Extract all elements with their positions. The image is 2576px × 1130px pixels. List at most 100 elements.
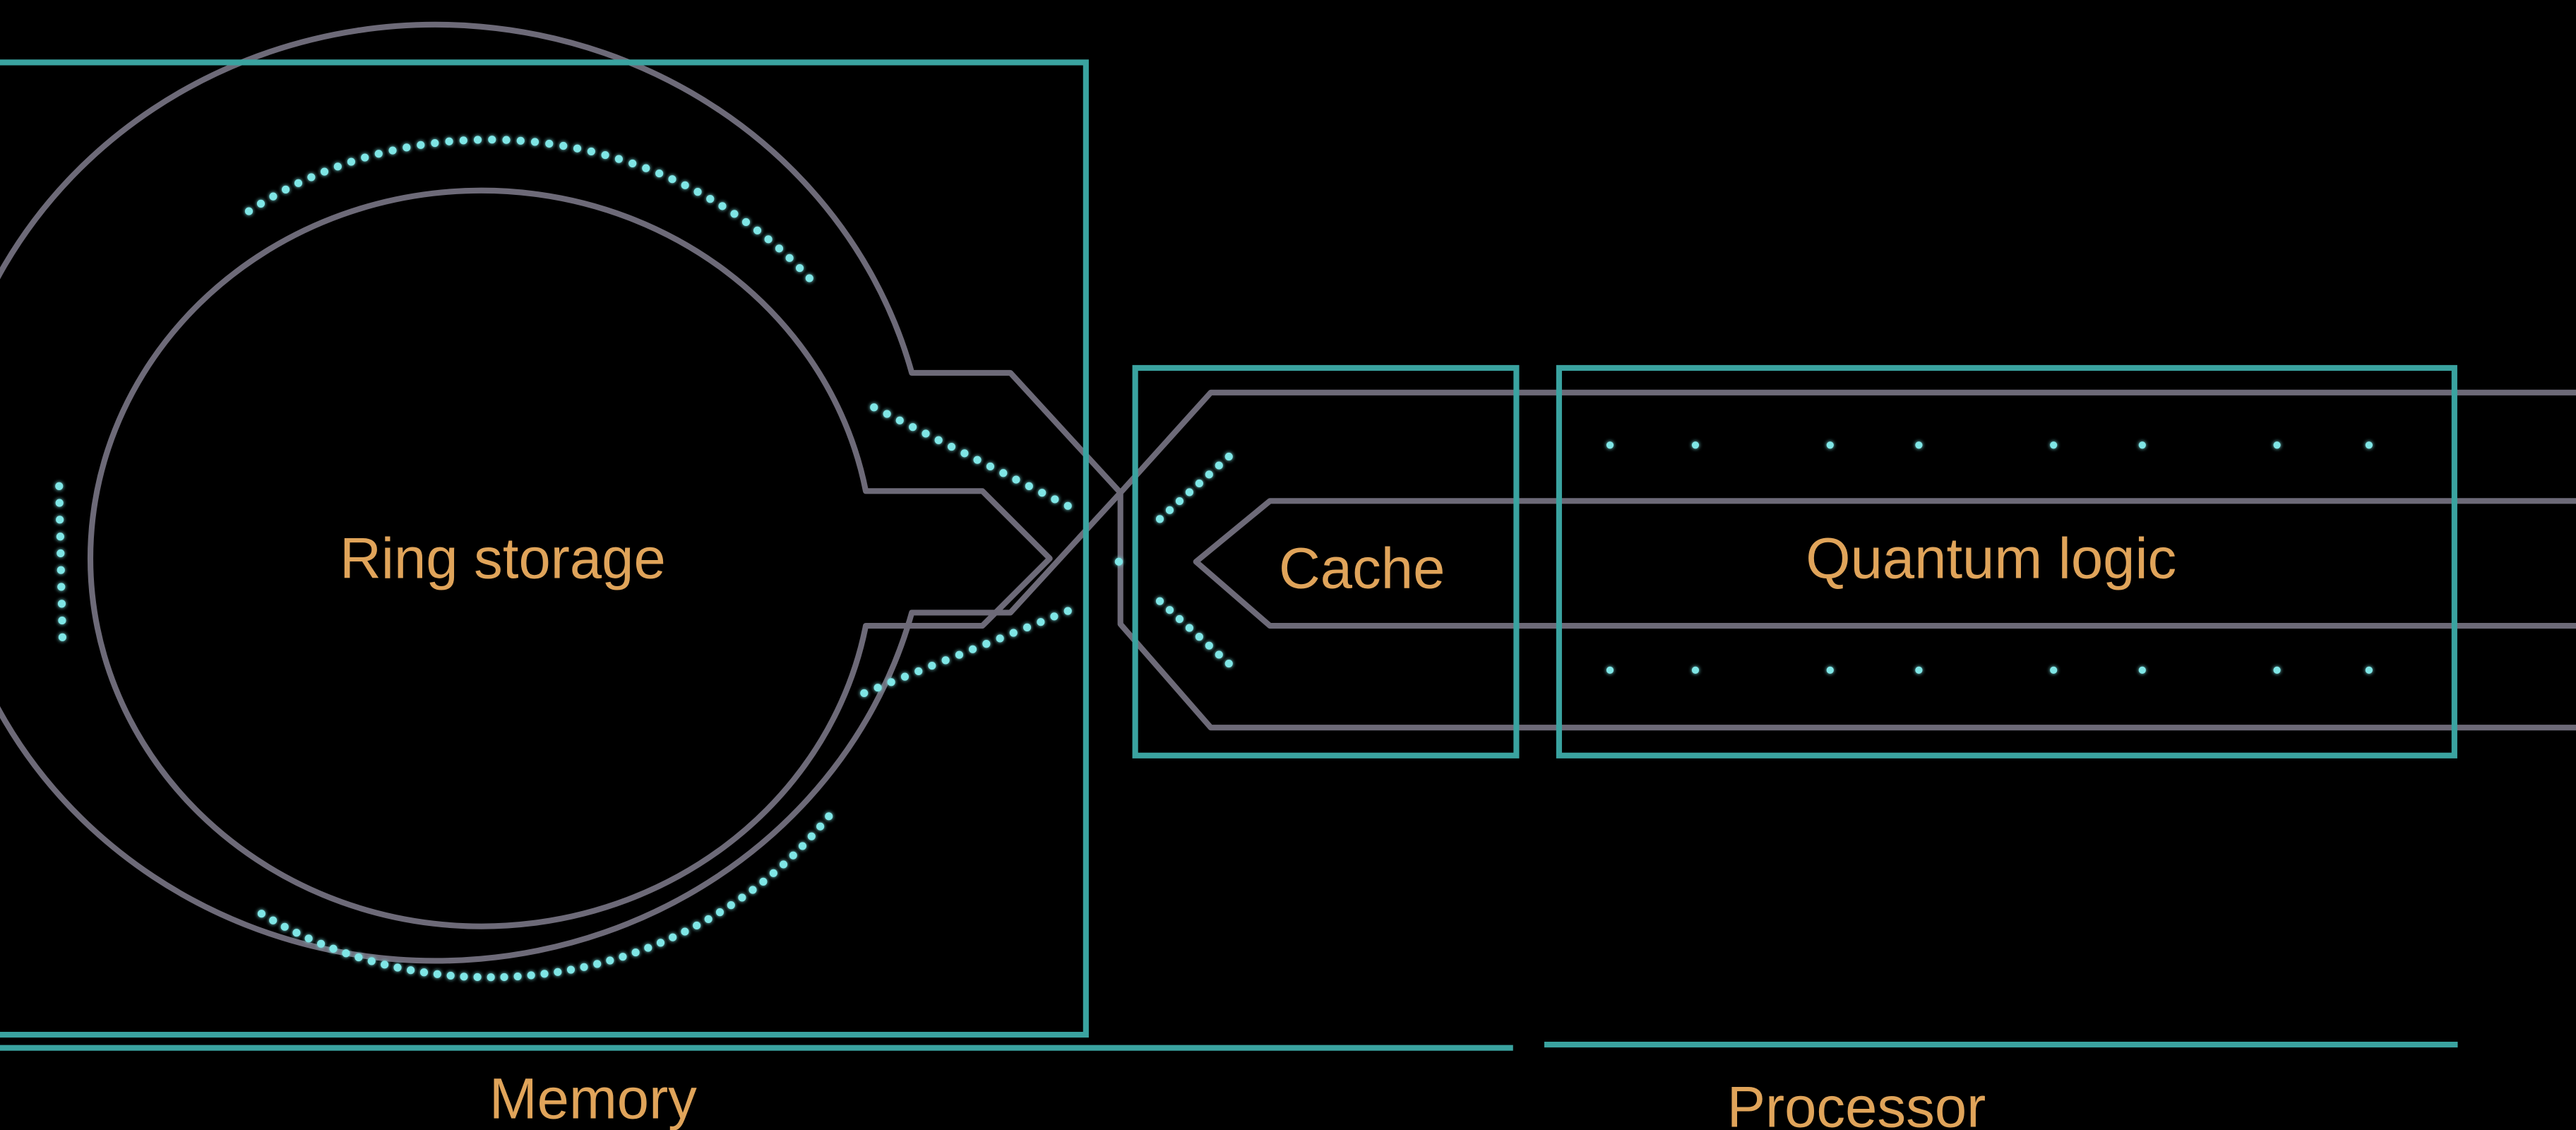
ion-chain-group [55, 136, 2373, 982]
ion-dot [764, 235, 773, 244]
ion-dot [1050, 612, 1059, 621]
ion-dot [769, 869, 777, 877]
ion-dot [1022, 623, 1032, 631]
quantum-logic-region-box [1556, 364, 2457, 759]
ion-dot [2365, 441, 2373, 449]
ion-dot [941, 656, 950, 665]
ion-dot [1038, 489, 1046, 497]
ion-dot [614, 155, 623, 163]
ion-dot [545, 139, 554, 148]
ion-dot [333, 162, 342, 171]
ion-dot [1063, 501, 1072, 510]
ion-dot [934, 436, 943, 444]
ion-dot [999, 469, 1008, 477]
ion-dot [56, 533, 64, 541]
ion-dot [1114, 557, 1123, 566]
ion-dot [883, 410, 891, 418]
ion-dot [644, 944, 652, 952]
ion-dot [914, 667, 923, 676]
ion-dot [361, 153, 369, 162]
ion-dot [58, 633, 66, 641]
ion-dot [785, 254, 794, 262]
ion-dot [753, 226, 762, 234]
ion-dot [294, 179, 303, 187]
ion-dot [1224, 659, 1233, 668]
ion-dot [1195, 633, 1203, 641]
ion-dot [381, 961, 389, 969]
ion-dot [1826, 441, 1834, 449]
outer-ring-trap-path [0, 21, 1123, 964]
ion-dot [269, 192, 278, 201]
ion-dot [668, 175, 676, 184]
ion-dot [473, 136, 482, 144]
ion-dot [559, 141, 568, 150]
ion-dot [1051, 495, 1059, 504]
ion-dot [1063, 607, 1072, 615]
ion-dot [860, 689, 869, 697]
ion-dot [1175, 496, 1184, 506]
ring-storage-label: Ring storage [340, 527, 666, 591]
ion-dot [460, 973, 468, 981]
ion-dot [58, 617, 66, 625]
ion-dot [388, 146, 397, 155]
ion-dot [56, 566, 65, 574]
ion-dot [628, 159, 637, 167]
ion-dot [554, 968, 562, 976]
ion-dot [749, 886, 757, 894]
ion-dot [317, 939, 326, 948]
ion-dot [704, 915, 712, 923]
ion-dot [706, 195, 715, 203]
ion-dot [960, 449, 969, 458]
ion-dot [805, 274, 813, 282]
ion-dot [1175, 614, 1184, 624]
ion-dot [1224, 452, 1233, 461]
ion-dot [775, 244, 784, 253]
ion-dot [417, 141, 425, 149]
cache-region-box [1132, 364, 1520, 759]
ion-dot [779, 860, 788, 869]
ion-dot [502, 136, 511, 144]
ion-dot [407, 966, 415, 975]
ion-dot [789, 851, 797, 860]
ion-dot [681, 181, 689, 189]
ion-dot [947, 442, 956, 451]
ion-dot [374, 150, 383, 158]
ion-dot [55, 499, 64, 507]
ion-dot [1155, 515, 1164, 523]
ion-dot [655, 170, 664, 178]
ion-dot [816, 822, 825, 831]
ion-dot [320, 167, 329, 176]
ion-dot [56, 516, 64, 524]
ion-dot [693, 921, 701, 930]
ion-dot [1009, 629, 1018, 637]
ion-dot [1165, 606, 1174, 614]
ion-dot [973, 456, 982, 464]
ion-dot [433, 970, 441, 978]
ion-dot [593, 960, 602, 968]
ion-dot [257, 910, 266, 918]
ion-dot [347, 157, 355, 166]
ion-dot [955, 650, 964, 659]
ion-dot [928, 661, 936, 670]
ion-dot [2273, 441, 2281, 449]
ion-dot [601, 150, 609, 160]
ion-dot [1195, 479, 1203, 487]
ion-dot [2138, 666, 2146, 674]
ion-dot [304, 934, 313, 943]
ion-dot [580, 963, 588, 971]
ion-dot [1215, 461, 1223, 470]
ion-dot [1691, 666, 1700, 674]
memory-region-box [0, 59, 1089, 1038]
ion-dot [256, 199, 266, 208]
ion-dot [873, 684, 882, 692]
ion-dot [922, 429, 930, 438]
ion-dot [693, 188, 702, 196]
ion-dot [513, 972, 522, 981]
ion-dot [2050, 666, 2058, 674]
ion-dot [681, 927, 689, 936]
ion-dot [631, 948, 640, 957]
ion-dot [488, 136, 496, 144]
ion-dot [57, 583, 66, 591]
ion-dot [807, 832, 816, 840]
